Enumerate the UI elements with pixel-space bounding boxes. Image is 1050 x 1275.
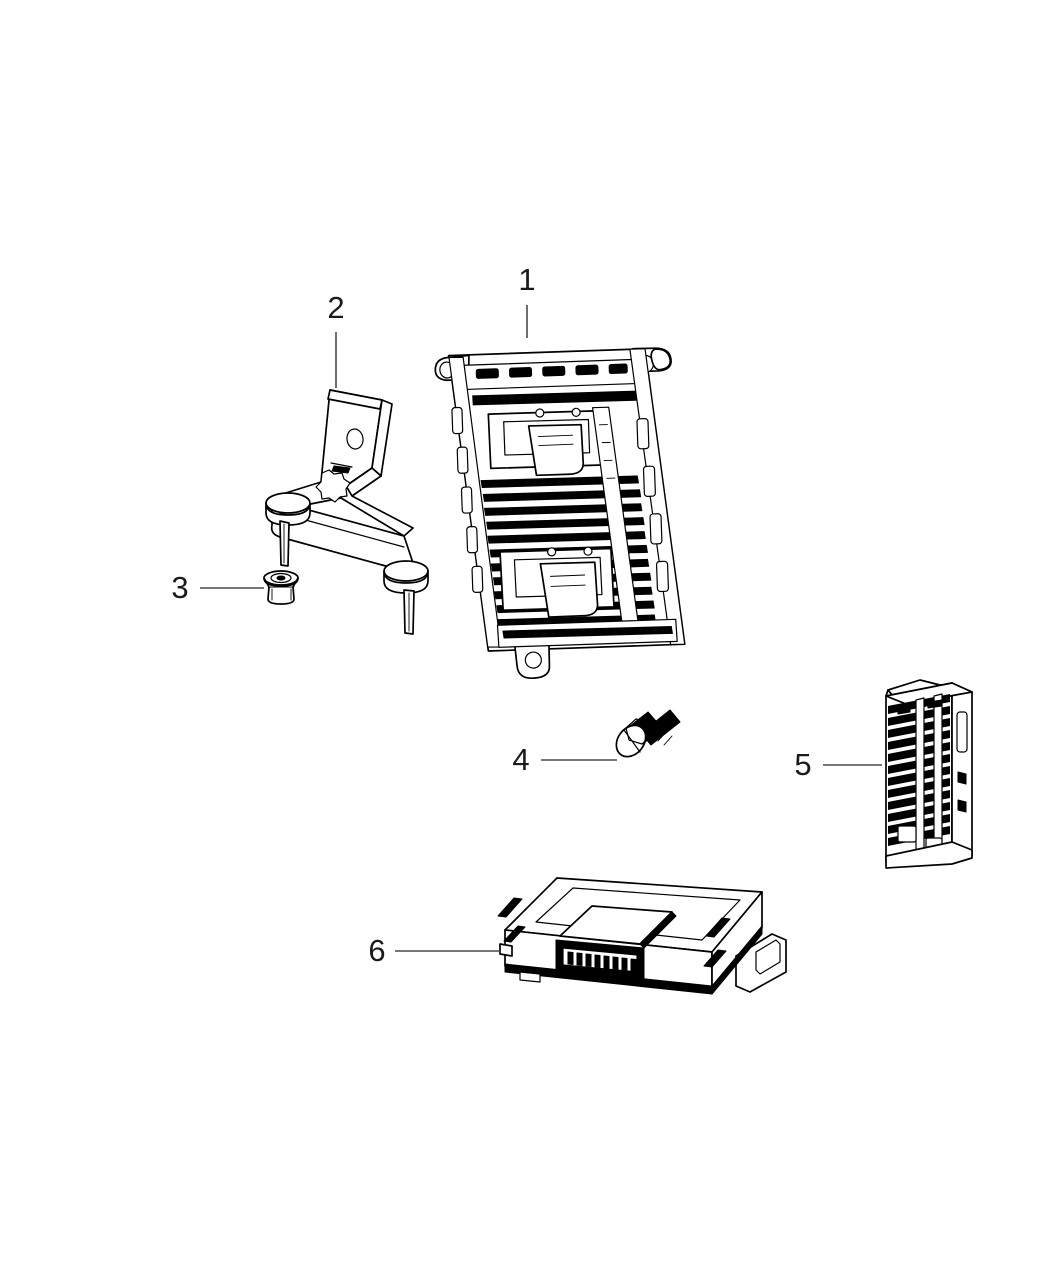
- part-5-finned-relay-module[interactable]: [885, 679, 973, 869]
- part-6-body-control-module[interactable]: [497, 877, 787, 995]
- part-3-isolator-grommet-nut[interactable]: [263, 570, 299, 605]
- callout-numbers: 1 2 3 4 5 6: [171, 262, 811, 968]
- callout-label-3[interactable]: 3: [171, 570, 188, 605]
- callout-leaders: [200, 305, 882, 952]
- callout-label-6[interactable]: 6: [368, 933, 385, 968]
- callout-label-5[interactable]: 5: [794, 747, 811, 782]
- part-4-hex-flange-bolt[interactable]: [610, 709, 681, 762]
- part-1-powertrain-control-module[interactable]: [433, 321, 717, 686]
- connector-pins: [567, 951, 637, 972]
- callout-label-1[interactable]: 1: [518, 262, 535, 297]
- part-2-module-mounting-bracket[interactable]: [265, 389, 429, 635]
- callout-label-2[interactable]: 2: [327, 290, 344, 325]
- callout-label-4[interactable]: 4: [512, 742, 529, 777]
